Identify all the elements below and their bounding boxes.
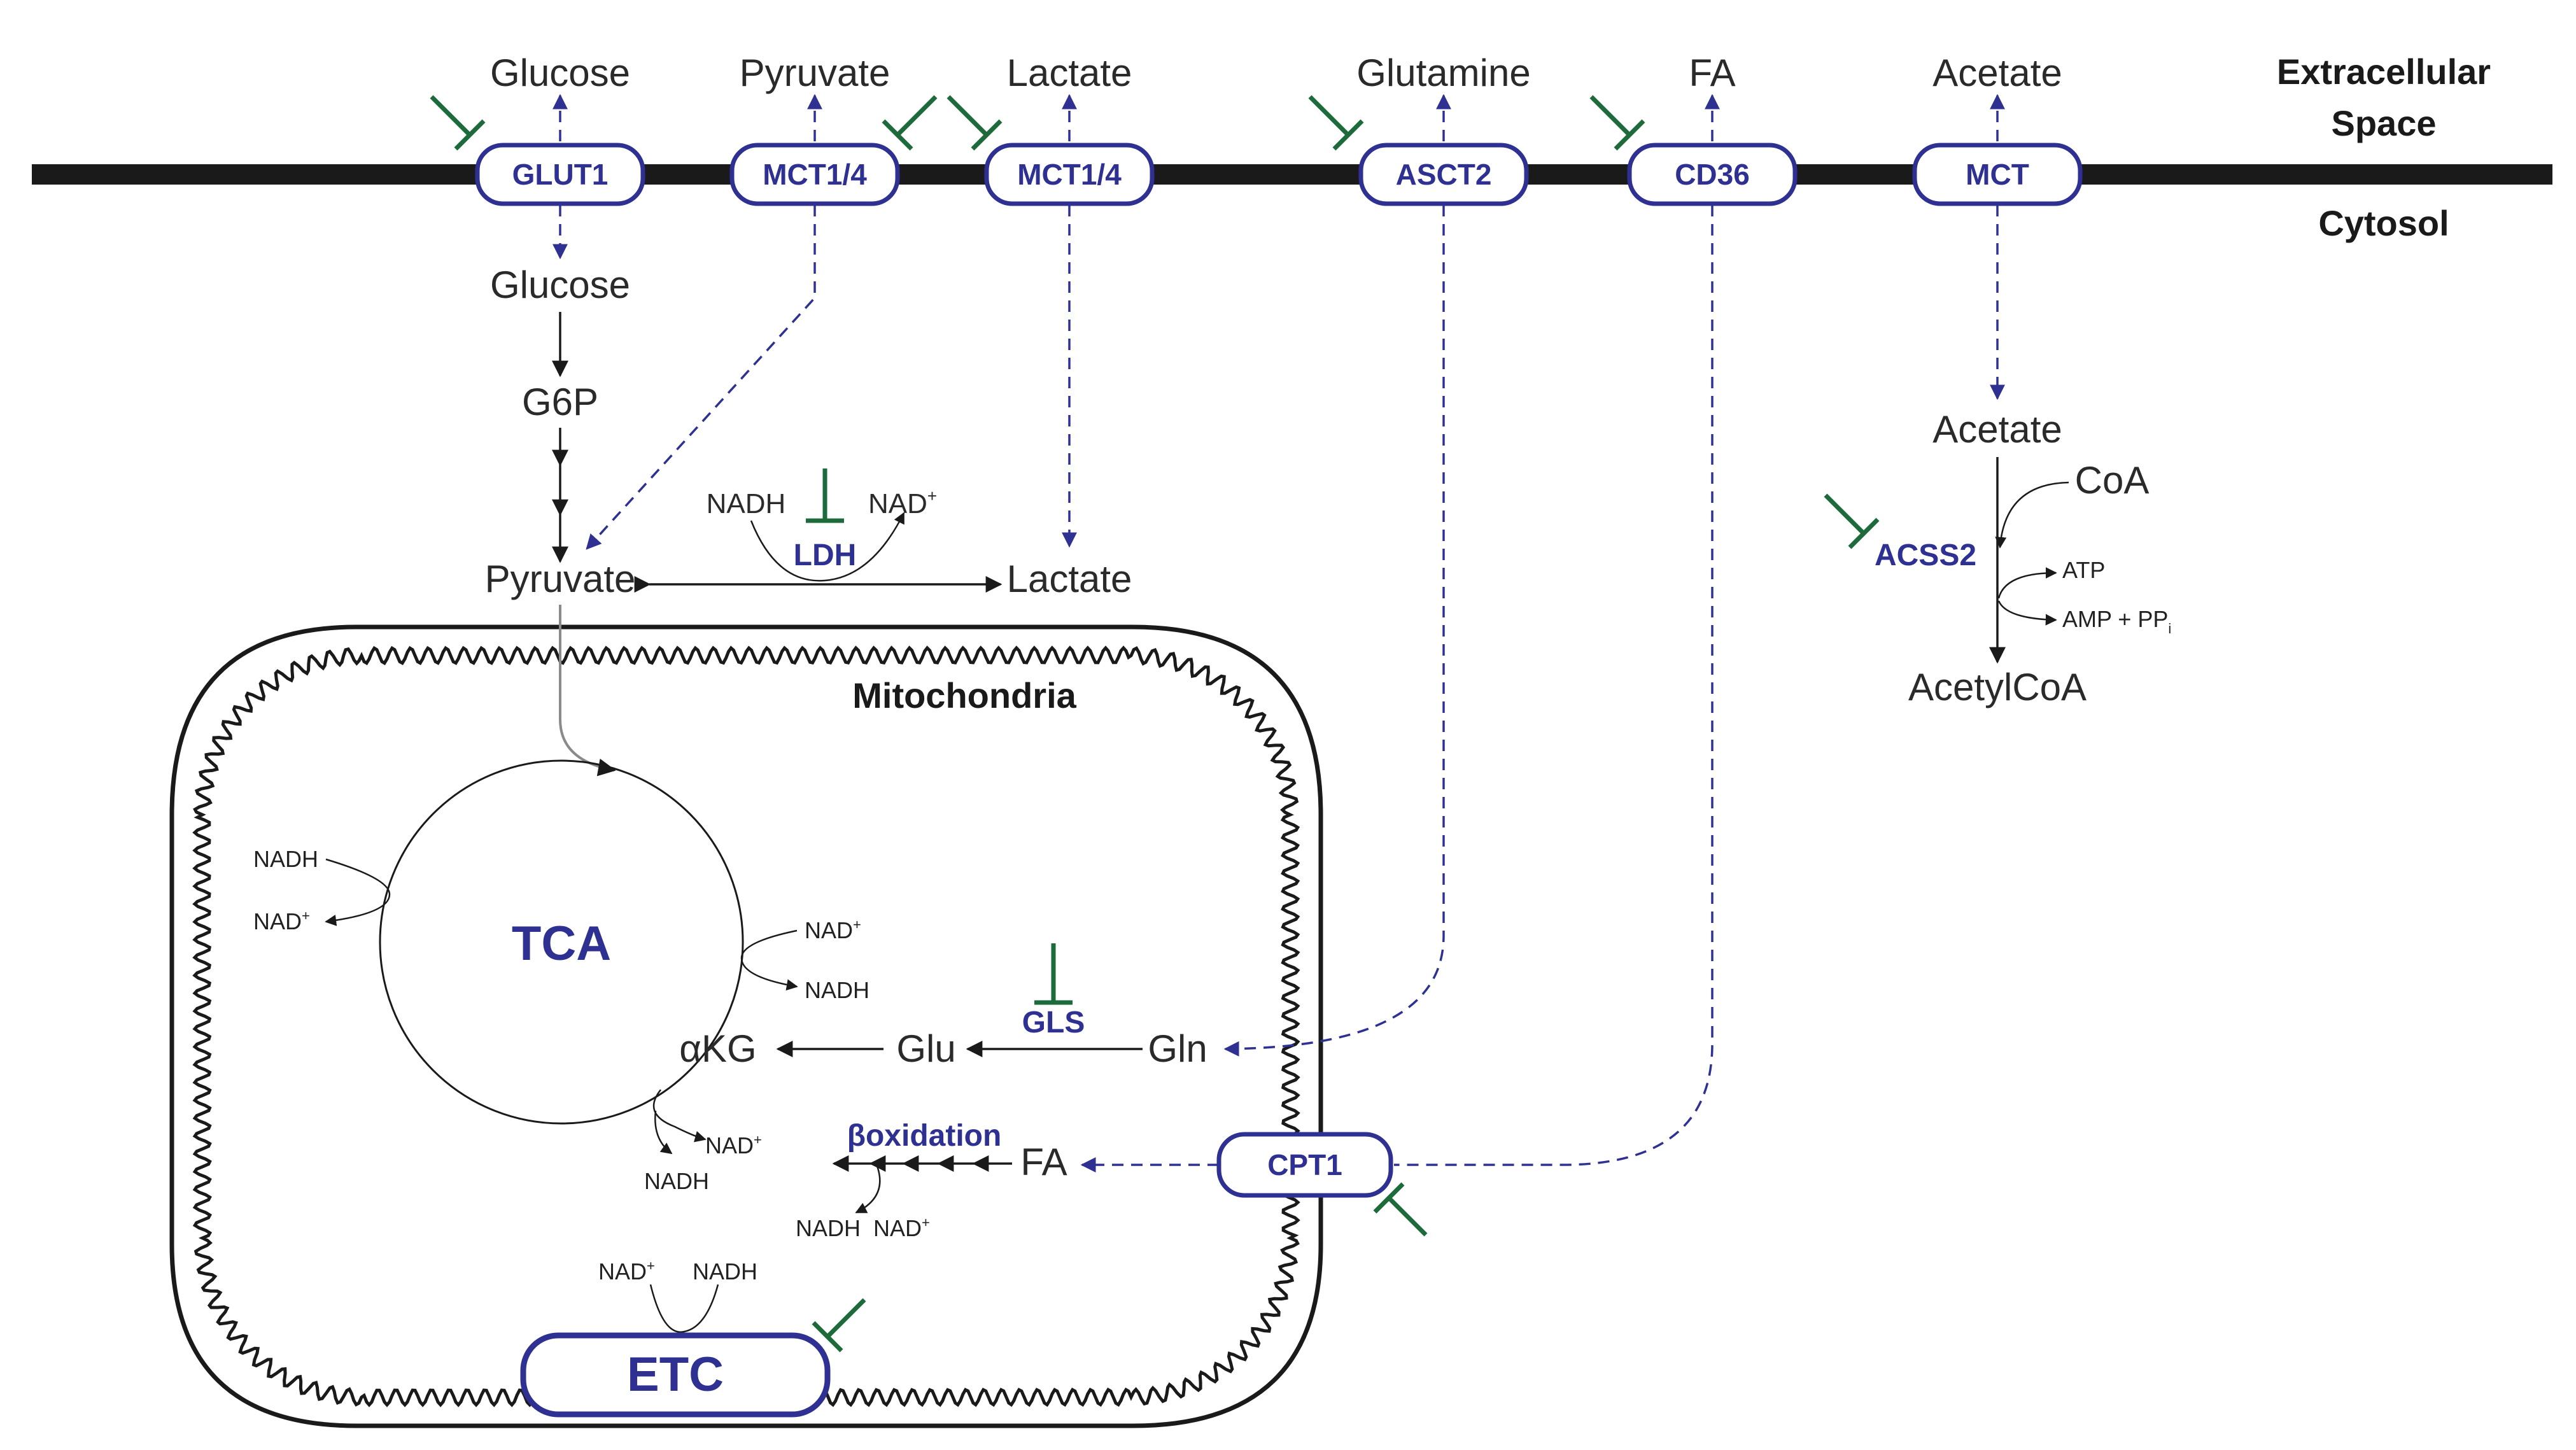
transporter-cpt1: CPT1 (1216, 1132, 1393, 1198)
svg-text:ETC: ETC (627, 1348, 724, 1402)
enzyme-boxidation: βoxidation (847, 1119, 1002, 1153)
tca-left-nad-plus: NAD+ (253, 908, 310, 934)
mito-fa: FA (1020, 1141, 1067, 1183)
transporter-cd36: CD36 (1627, 143, 1798, 206)
transporter-mct14-b: MCT1/4 (984, 143, 1155, 206)
cytosol-atp: ATP (2062, 557, 2105, 583)
extracellular-label-line1: Extracellular (2277, 52, 2491, 92)
inhibitor-acss2 (1824, 493, 1880, 549)
tca-right-cofactor-arc (740, 929, 798, 991)
enzyme-acss2: ACSS2 (1875, 538, 1976, 572)
atp-output-arc (1997, 567, 2057, 599)
ldh-cofactor-arc (750, 512, 905, 582)
akg-nadh: NADH (644, 1168, 709, 1194)
tca-right-nad-plus: NAD+ (805, 917, 861, 943)
cytosol-coa: CoA (2075, 459, 2150, 502)
extracellular-acetate: Acetate (1932, 52, 2062, 94)
cytosol-glucose: Glucose (490, 264, 630, 306)
extracellular-glucose: Glucose (490, 52, 630, 94)
transporter-asct2: ASCT2 (1358, 143, 1529, 206)
ldh-nad-plus-sign: + (927, 486, 937, 505)
boxidation-nadh: NADH (796, 1215, 861, 1241)
transporter-mct: MCT (1912, 143, 2083, 206)
inhibitor-gls (1034, 943, 1073, 1005)
akg-cofactor-arc-2 (654, 1110, 673, 1155)
extracellular-fa: FA (1689, 52, 1735, 94)
inhibitor-glut1 (430, 95, 486, 151)
enzyme-ldh: LDH (794, 538, 857, 572)
mito-akg: αKG (679, 1027, 756, 1070)
fa-import-path (1394, 205, 1714, 1166)
cytosol-amp-pp: AMP + PPi (2062, 606, 2171, 637)
akg-nad-plus: NAD+ (705, 1132, 762, 1158)
svg-text:MCT1/4: MCT1/4 (1017, 158, 1122, 191)
svg-text:CPT1: CPT1 (1267, 1148, 1342, 1181)
mitochondria-label: Mitochondria (852, 675, 1076, 715)
complex-etc: ETC (520, 1332, 831, 1418)
cytosol-acetate: Acetate (1932, 408, 2062, 451)
svg-text:MCT1/4: MCT1/4 (763, 158, 867, 191)
cytosol-label: Cytosol (2318, 203, 2449, 243)
tca-left-cofactor-arc (325, 858, 391, 926)
tca-cycle-circle (379, 759, 744, 1125)
inhibitor-ldh (806, 468, 844, 523)
pyruvate-to-tca-arrow (559, 605, 616, 777)
coa-input-arc (1995, 481, 2069, 549)
akg-cofactor-arc (652, 1089, 707, 1143)
etc-nad-plus: NAD+ (598, 1258, 655, 1285)
svg-text:MCT: MCT (1966, 158, 2029, 191)
cytosol-lactate: Lactate (1007, 558, 1132, 600)
tca-left-nadh: NADH (253, 846, 318, 872)
inhibitor-etc (812, 1298, 866, 1353)
transporter-mct14-a: MCT1/4 (729, 143, 900, 206)
inhibitor-asct2 (1308, 95, 1364, 151)
svg-text:ASCT2: ASCT2 (1396, 158, 1492, 191)
inhibitor-mct14-b (947, 95, 1003, 151)
tca-label: TCA (512, 917, 611, 971)
mito-glu: Glu (896, 1027, 955, 1070)
mitochondrion-outer-membrane (169, 624, 1323, 1428)
mito-gln: Gln (1148, 1027, 1207, 1070)
extracellular-pyruvate: Pyruvate (740, 52, 890, 94)
transporter-glut1: GLUT1 (475, 143, 645, 206)
boxidation-cofactor-arc (855, 1165, 881, 1214)
cytosol-pyruvate: Pyruvate (485, 558, 636, 600)
glutamine-import-path (1223, 205, 1445, 1057)
inhibitor-mct14-a (882, 95, 938, 151)
extracellular-label-line2: Space (2332, 103, 2437, 143)
plasma-membrane (32, 164, 2552, 185)
ldh-nad-plus: NAD+ (868, 486, 937, 519)
mitochondrion-inner-membrane (192, 645, 1300, 1407)
etc-cofactor-arc (649, 1284, 719, 1333)
svg-text:GLUT1: GLUT1 (512, 158, 609, 191)
tca-right-nadh: NADH (805, 977, 869, 1003)
inhibitor-cpt1 (1373, 1182, 1428, 1237)
extracellular-lactate: Lactate (1007, 52, 1132, 94)
svg-text:CD36: CD36 (1675, 158, 1750, 191)
boxidation-nad-plus: NAD+ (873, 1214, 930, 1241)
ldh-nadh: NADH (707, 488, 786, 519)
pp-subscript: i (2168, 621, 2171, 637)
etc-nadh: NADH (693, 1258, 757, 1285)
cytosol-g6p: G6P (522, 381, 598, 423)
enzyme-gls: GLS (1022, 1006, 1085, 1039)
amp-output-arc (1997, 600, 2057, 626)
extracellular-glutamine: Glutamine (1356, 52, 1530, 94)
cytosol-acetylcoa: AcetylCoA (1908, 666, 2087, 708)
inhibitor-cd36 (1589, 95, 1645, 151)
